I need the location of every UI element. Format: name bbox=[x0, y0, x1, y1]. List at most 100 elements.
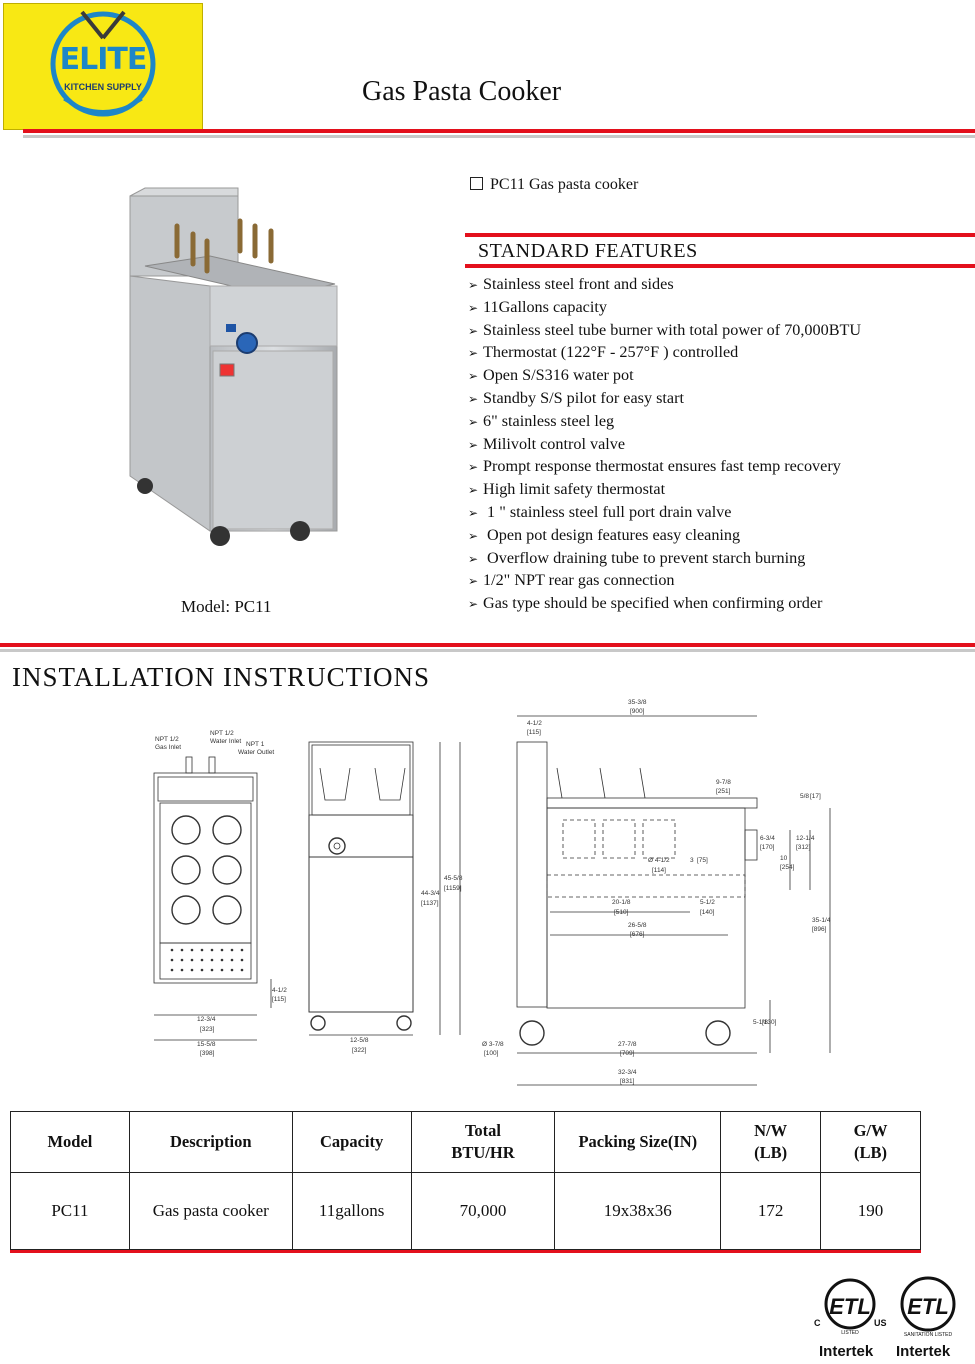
arrow-bullet-icon: ➢ bbox=[468, 505, 479, 520]
feature-item: ➢Thermostat (122°F - 257°F ) controlled bbox=[468, 341, 861, 364]
dim-text: 10 bbox=[780, 855, 788, 862]
feature-item: ➢ 1 " stainless steel full port drain va… bbox=[468, 501, 861, 524]
header-gw: G/W (LB) bbox=[820, 1111, 921, 1173]
page-title: Gas Pasta Cooker bbox=[362, 76, 562, 107]
dim-text: [510] bbox=[614, 909, 629, 916]
feature-item: ➢Stainless steel front and sides bbox=[468, 273, 861, 296]
features-list: ➢Stainless steel front and sides ➢11Gall… bbox=[468, 273, 861, 615]
dim-text: 20-1/8 bbox=[612, 899, 631, 906]
header-model: Model bbox=[10, 1111, 130, 1173]
dim-text: 35-1/4 bbox=[812, 917, 831, 924]
cell-gw: 190 bbox=[820, 1172, 921, 1250]
dim-text: [1137] bbox=[421, 900, 439, 907]
dim-text: [896] bbox=[812, 926, 827, 933]
dim-text: [115] bbox=[272, 996, 286, 1003]
dim-text: [140] bbox=[700, 909, 715, 916]
feature-item: ➢ Overflow draining tube to prevent star… bbox=[468, 547, 861, 570]
features-bottom-rule bbox=[465, 264, 975, 268]
dim-text: [114] bbox=[652, 867, 666, 874]
arrow-bullet-icon: ➢ bbox=[468, 414, 479, 429]
arrow-bullet-icon: ➢ bbox=[468, 391, 479, 406]
cell-packing-size: 19x38x36 bbox=[554, 1172, 722, 1250]
dim-text: Ø 4-1/2 bbox=[648, 857, 670, 864]
dim-text: 3 bbox=[690, 857, 694, 864]
logo-emblem-icon bbox=[50, 10, 156, 117]
feature-item: ➢Open S/S316 water pot bbox=[468, 364, 861, 387]
dim-text: 32-3/4 bbox=[618, 1069, 637, 1076]
features-top-rule bbox=[465, 233, 975, 237]
arrow-bullet-icon: ➢ bbox=[468, 369, 479, 384]
svg-text:SANITATION LISTED: SANITATION LISTED bbox=[904, 1332, 953, 1338]
header-divider bbox=[23, 129, 975, 133]
installation-title: INSTALLATION INSTRUCTIONS bbox=[12, 662, 431, 692]
dim-text: 6-3/4 bbox=[760, 835, 775, 842]
dim-text: 4-1/2 bbox=[272, 987, 287, 994]
arrow-bullet-icon: ➢ bbox=[468, 574, 479, 589]
logo-subtitle: KITCHEN SUPPLY bbox=[64, 82, 142, 92]
dim-text: 5-1/8 bbox=[753, 1019, 768, 1026]
header-btu: Total BTU/HR bbox=[410, 1111, 556, 1173]
dim-text: 9-7/8 bbox=[716, 779, 731, 786]
feature-item: ➢1/2" NPT rear gas connection bbox=[468, 569, 861, 592]
cell-nw: 172 bbox=[720, 1172, 822, 1250]
dim-text: [170] bbox=[760, 844, 775, 851]
dim-text: 27-7/8 bbox=[618, 1041, 637, 1048]
header-divider-shadow bbox=[23, 135, 975, 138]
section-divider bbox=[0, 643, 975, 647]
dim-text: Ø 3-7/8 bbox=[482, 1041, 504, 1048]
company-logo: ELITE KITCHEN SUPPLY bbox=[3, 3, 203, 130]
arrow-bullet-icon: ➢ bbox=[468, 346, 479, 361]
svg-text:US: US bbox=[874, 1318, 887, 1328]
dim-text: [709] bbox=[620, 1050, 635, 1057]
feature-item: ➢Gas type should be specified when confi… bbox=[468, 592, 861, 615]
dim-text: 12-3/4 bbox=[197, 1016, 216, 1023]
svg-text:LISTED: LISTED bbox=[841, 1330, 859, 1336]
dim-text: [398] bbox=[200, 1050, 215, 1057]
dim-text: 5/8 bbox=[800, 793, 809, 800]
etl-listed-mark-icon: ETL C US LISTED bbox=[814, 1278, 887, 1336]
arrow-bullet-icon: ➢ bbox=[468, 437, 479, 452]
dim-text: 12-5/8 bbox=[350, 1037, 369, 1044]
dim-text: 26-5/8 bbox=[628, 922, 647, 929]
dim-text: [323] bbox=[200, 1026, 215, 1033]
dim-text: [676] bbox=[630, 931, 645, 938]
product-line-text: PC11 Gas pasta cooker bbox=[490, 176, 639, 193]
dim-text: 44-3/4 bbox=[421, 890, 440, 897]
feature-item: ➢Standby S/S pilot for easy start bbox=[468, 387, 861, 410]
front-view bbox=[308, 741, 461, 1036]
table-header-row: Model Description Capacity Total BTU/HR … bbox=[10, 1111, 921, 1173]
dim-text: [1159] bbox=[444, 885, 462, 892]
header-nw: N/W (LB) bbox=[720, 1111, 822, 1173]
model-caption: Model: PC11 bbox=[181, 597, 272, 616]
cell-description: Gas pasta cooker bbox=[128, 1172, 293, 1250]
dim-text: [75] bbox=[697, 857, 708, 864]
arrow-bullet-icon: ➢ bbox=[468, 551, 479, 566]
dim-text: [17] bbox=[810, 793, 821, 800]
arrow-bullet-icon: ➢ bbox=[468, 528, 479, 543]
cell-capacity: 11gallons bbox=[291, 1172, 412, 1250]
spec-table: Model Description Capacity Total BTU/HR … bbox=[10, 1111, 921, 1250]
svg-text:ETL: ETL bbox=[907, 1294, 949, 1319]
dim-text: [900] bbox=[630, 708, 645, 715]
cert-left-name: Intertek bbox=[819, 1343, 874, 1360]
feature-item: ➢6" stainless steel leg bbox=[468, 410, 861, 433]
logo-brand: ELITE bbox=[59, 42, 148, 77]
features-title: STANDARD FEATURES bbox=[478, 240, 698, 262]
checkbox-icon bbox=[470, 177, 483, 190]
dim-text: [312] bbox=[796, 844, 811, 851]
arrow-bullet-icon: ➢ bbox=[468, 460, 479, 475]
product-line: PC11 Gas pasta cooker bbox=[470, 176, 638, 194]
arrow-bullet-icon: ➢ bbox=[468, 278, 479, 292]
product-photo bbox=[129, 187, 338, 546]
dim-text: [100] bbox=[484, 1050, 499, 1057]
section-divider-shadow bbox=[0, 649, 975, 652]
cert-right-name: Intertek bbox=[896, 1343, 951, 1360]
dim-text: 45-5/8 bbox=[444, 875, 463, 882]
feature-item: ➢Prompt response thermostat ensures fast… bbox=[468, 455, 861, 478]
arrow-bullet-icon: ➢ bbox=[468, 483, 479, 498]
header-packing-size: Packing Size(IN) bbox=[554, 1111, 722, 1173]
